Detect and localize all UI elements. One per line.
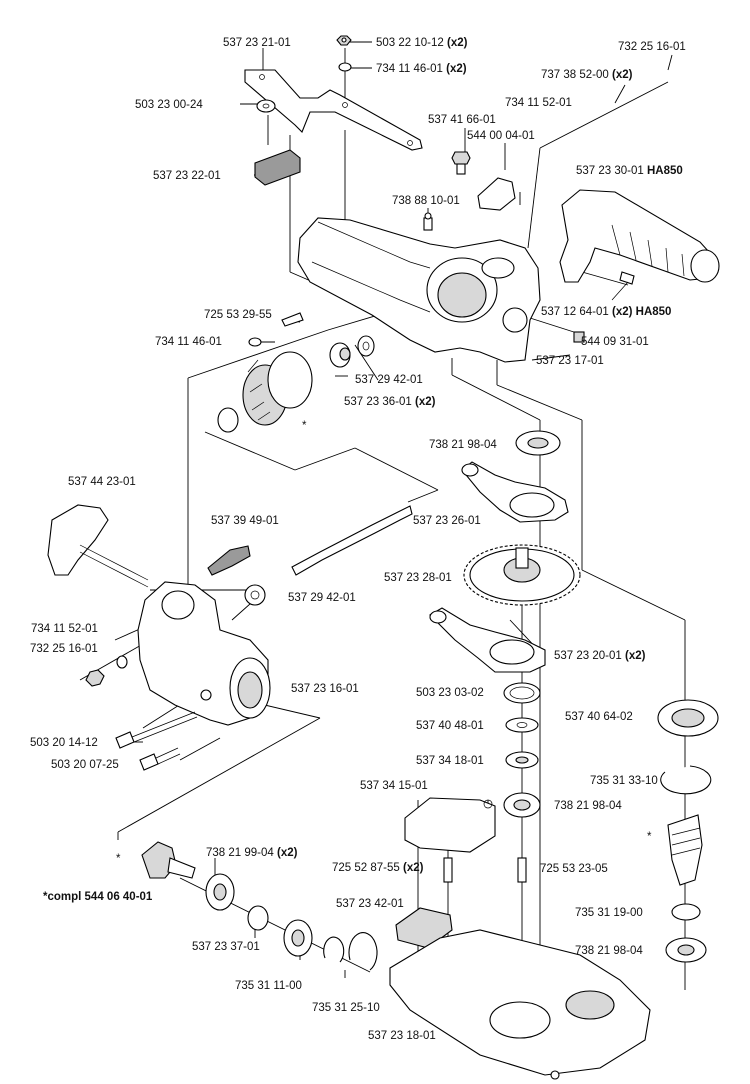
label-737-38-52-00: 737 38 52-00 (x2) (541, 69, 633, 81)
label-537-23-26-01: 537 23 26-01 (413, 515, 481, 527)
clip-544-00-04-01 (477, 177, 516, 211)
washer-537-29-42-01-a (357, 335, 375, 357)
label-537-23-17-01: 537 23 17-01 (536, 355, 604, 367)
label-537-23-20-01: 537 23 20-01 (x2) (554, 650, 646, 662)
clip-537-39-49-01 (207, 545, 251, 576)
label-537-23-21-01: 537 23 21-01 (223, 37, 291, 49)
label-537-29-42-01-a: 537 29 42-01 (355, 374, 423, 386)
seal-503-23-03-02 (503, 682, 541, 704)
label-738-21-98-04-c: 738 21 98-04 (575, 945, 643, 957)
label-725-52-87-55: 725 52 87-55 (x2) (332, 862, 424, 874)
label-537-29-42-01-b: 537 29 42-01 (288, 592, 356, 604)
screw-503-20-07-25 (139, 753, 159, 771)
label-537-34-18-01: 537 34 18-01 (416, 755, 484, 767)
label-537-23-30-01: 537 23 30-01 HA850 (576, 165, 683, 177)
label-735-31-19-00: 735 31 19-00 (575, 907, 643, 919)
label-503-22-10-12: 503 22 10-12 (x2) (376, 37, 468, 49)
label-compl-544-06-40-01: *compl 544 06 40-01 (43, 891, 153, 903)
label-734-11-46-01-top: 734 11 46-01 (x2) (376, 63, 467, 75)
star-c: * (116, 853, 121, 865)
label-537-40-48-01: 537 40 48-01 (416, 720, 484, 732)
housing-537-23-17-01 (297, 217, 541, 363)
bracket-537-34-15-01 (404, 797, 496, 853)
washer-734-11-46-01-mid (248, 337, 262, 347)
label-537-23-18-01: 537 23 18-01 (368, 1030, 436, 1042)
label-544-09-31-01: 544 09 31-01 (581, 336, 649, 348)
label-537-23-36-01: 537 23 36-01 (x2) (344, 396, 436, 408)
label-738-21-99-04: 738 21 99-04 (x2) (206, 847, 298, 859)
label-734-11-52-01-mid: 734 11 52-01 (31, 623, 98, 635)
screw-725-52-87-55 (443, 857, 453, 883)
part-labels: 537 23 21-01 503 22 10-12 (x2) 734 11 46… (30, 37, 686, 1042)
bearing-537-23-36-01-b (217, 407, 239, 433)
circlip-735-31-33-10 (660, 765, 712, 795)
star-b: * (647, 831, 652, 843)
label-537-41-66-01: 537 41 66-01 (428, 114, 496, 126)
circlip-735-31-11-00 (323, 936, 345, 963)
label-537-23-16-01: 537 23 16-01 (291, 683, 359, 695)
screw-503-20-14-12 (115, 731, 135, 749)
label-537-34-15-01: 537 34 15-01 (360, 780, 428, 792)
screw-725-53-23-05 (517, 857, 527, 883)
bracket-537-23-21-01 (244, 69, 423, 151)
label-537-23-37-01: 537 23 37-01 (192, 941, 260, 953)
label-503-20-07-25: 503 20 07-25 (51, 759, 119, 771)
label-735-31-25-10: 735 31 25-10 (312, 1002, 380, 1014)
nipple-738-88-10-01 (423, 217, 433, 231)
label-537-23-22-01: 537 23 22-01 (153, 170, 221, 182)
washer-734-11-52-01-mid (116, 655, 128, 669)
pin-537-41-66-01 (451, 151, 471, 165)
label-537-39-49-01: 537 39 49-01 (211, 515, 279, 527)
label-738-88-10-01: 738 88 10-01 (392, 195, 460, 207)
block-537-23-42-01 (395, 907, 453, 949)
washer-537-29-42-01-b (244, 584, 266, 606)
screw-725-53-29-55 (281, 312, 304, 327)
label-734-11-52-01-top: 734 11 52-01 (505, 97, 572, 109)
pinion (667, 814, 703, 886)
screw-537-12-64-01 (619, 271, 635, 285)
part-shapes (47, 35, 720, 1080)
knob-537-44-23-01 (47, 504, 109, 576)
label-732-25-16-01-mid: 732 25 16-01 (30, 643, 98, 655)
label-503-23-00-24: 503 23 00-24 (135, 99, 203, 111)
gear-537-23-28-01 (463, 544, 581, 606)
washer-537-40-48-01 (505, 717, 539, 733)
washer-503-23-00-24 (256, 99, 276, 113)
block-537-23-22-01 (254, 149, 301, 186)
label-735-31-11-00: 735 31 11-00 (235, 980, 302, 992)
spacer-537-23-37-01 (247, 905, 269, 931)
circlip-735-31-25-10 (348, 932, 378, 971)
bevel-gear (242, 351, 313, 426)
label-738-21-98-04-a: 738 21 98-04 (429, 439, 497, 451)
nut-732-25-16-01-mid (85, 669, 105, 687)
label-537-12-64-01: 537 12 64-01 (x2) HA850 (541, 306, 671, 318)
label-738-21-98-04-b: 738 21 98-04 (554, 800, 622, 812)
shaft-537-23-26-01 (291, 505, 413, 576)
rod-537-23-20-01 (429, 607, 546, 673)
label-735-31-33-10: 735 31 33-10 (590, 775, 658, 787)
label-732-25-16-01-top: 732 25 16-01 (618, 41, 686, 53)
circlip-735-31-19-00 (671, 903, 701, 921)
label-734-11-46-01-mid: 734 11 46-01 (155, 336, 222, 348)
label-503-20-14-12: 503 20 14-12 (30, 737, 98, 749)
washer-734-11-46-01-top (338, 62, 352, 72)
label-537-40-64-02: 537 40 64-02 (565, 711, 633, 723)
star-a: * (302, 420, 307, 432)
label-725-53-23-05: 725 53 23-05 (540, 863, 608, 875)
nut-544-09-31-01 (573, 331, 585, 343)
label-537-44-23-01: 537 44 23-01 (68, 476, 136, 488)
label-503-23-03-02: 503 23 03-02 (416, 687, 484, 699)
label-725-53-29-55: 725 53 29-55 (204, 309, 272, 321)
label-537-23-28-01: 537 23 28-01 (384, 572, 452, 584)
label-544-00-04-01: 544 00 04-01 (467, 130, 535, 142)
label-537-23-42-01: 537 23 42-01 (336, 898, 404, 910)
